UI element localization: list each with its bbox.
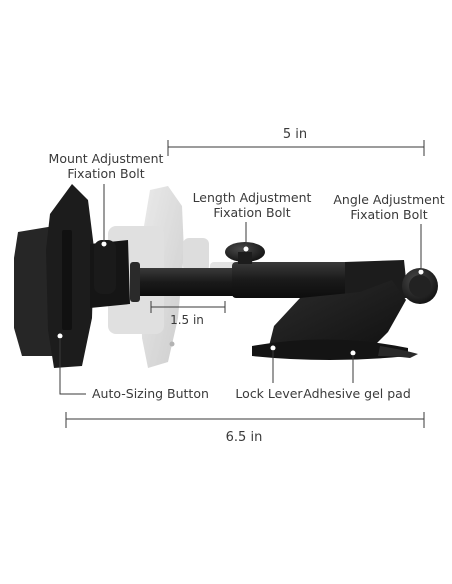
bottom-dimension: 6.5 in (65, 412, 425, 445)
top-dimension: 5 in (167, 127, 425, 156)
bottom-dimension-label: 6.5 in (226, 430, 263, 445)
top-dimension-label: 5 in (283, 127, 307, 142)
auto-sizing-button-marker (57, 333, 63, 339)
mount-adjustment-callout: Mount Adjustment Fixation Bolt (49, 151, 164, 242)
length-adjustment-marker (243, 246, 249, 252)
length-adjustment-callout: Length Adjustment Fixation Bolt (193, 190, 312, 246)
mount-adjustment-label-line2: Fixation Bolt (67, 166, 144, 181)
adhesive-gel-pad-callout: Adhesive gel pad (303, 355, 411, 401)
lock-lever-marker (270, 345, 276, 351)
length-adjustment-bolt (225, 242, 265, 264)
angle-adjustment-marker (418, 269, 424, 275)
lock-lever-callout: Lock Lever (235, 350, 303, 401)
auto-sizing-button-label: Auto-Sizing Button (92, 386, 209, 401)
lock-lever-label: Lock Lever (235, 386, 303, 401)
angle-adjustment-callout: Angle Adjustment Fixation Bolt (333, 192, 445, 270)
mount-adjustment-marker (101, 241, 107, 247)
stand-base (252, 280, 418, 360)
adhesive-gel-pad-label: Adhesive gel pad (303, 386, 411, 401)
auto-sizing-callout: Auto-Sizing Button (59, 338, 209, 401)
adhesive-gel-pad-marker (350, 350, 356, 356)
angle-adjustment-label-line2: Fixation Bolt (350, 207, 427, 222)
extension-dimension: 1.5 in (150, 301, 226, 327)
length-adjustment-label-line2: Fixation Bolt (213, 205, 290, 220)
length-adjustment-label-line1: Length Adjustment (193, 190, 312, 205)
extension-dimension-label: 1.5 in (170, 313, 204, 327)
mount-adjustment-label-line1: Mount Adjustment (49, 151, 164, 166)
angle-adjustment-bolt (402, 268, 438, 304)
angle-adjustment-label-line1: Angle Adjustment (333, 192, 444, 207)
mount-adjustment-bolt (94, 240, 116, 294)
phone-cradle (14, 184, 130, 368)
